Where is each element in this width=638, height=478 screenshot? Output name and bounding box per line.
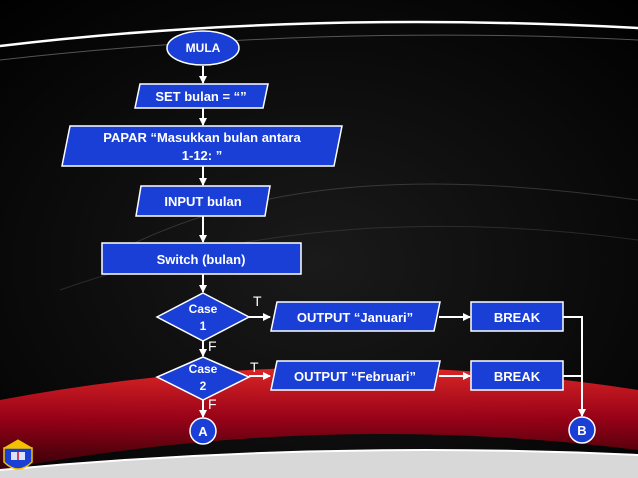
input-label: INPUT bulan <box>164 194 241 209</box>
prompt-label-line1: PAPAR “Masukkan bulan antara <box>103 130 301 145</box>
case2-decision <box>155 356 251 401</box>
top-swoosh <box>0 20 638 48</box>
case2-label-line1: Case <box>189 362 218 376</box>
bottom-silver-band <box>0 450 638 478</box>
bottom-swoosh <box>0 449 638 471</box>
connector-a-label: A <box>198 424 208 439</box>
case1-false-label: F <box>208 338 217 354</box>
case1-true-label: T <box>253 293 262 309</box>
break1-box <box>470 301 564 332</box>
input-io-box <box>135 185 271 217</box>
output2-io-box <box>270 360 441 391</box>
case1-decision <box>155 292 251 342</box>
case1-label-line1: Case <box>189 302 218 316</box>
bottom-red-band <box>0 367 638 470</box>
connector-b <box>568 416 596 444</box>
case2-false-label: F <box>208 396 217 412</box>
case2-true-label: T <box>250 359 259 375</box>
connector-b-label: B <box>577 423 586 438</box>
break2-box <box>470 360 564 391</box>
output2-label: OUTPUT “Februari” <box>294 369 416 384</box>
break1-label: BREAK <box>494 310 541 325</box>
connector-a <box>189 417 217 445</box>
bg-streak-1 <box>119 183 638 251</box>
set-process-box <box>134 83 269 109</box>
switch-box <box>101 242 302 275</box>
break2-label: BREAK <box>494 369 541 384</box>
set-label: SET bulan = “” <box>155 89 246 104</box>
start-terminal <box>166 30 240 66</box>
switch-label: Switch (bulan) <box>157 252 246 267</box>
school-crest-icon <box>3 439 33 470</box>
case2-label-line2: 2 <box>200 379 207 393</box>
start-label: MULA <box>186 41 221 55</box>
output1-io-box <box>270 301 441 332</box>
top-swoosh-thin <box>0 34 638 61</box>
arrow-break-to-connector-b <box>563 316 586 417</box>
prompt-label-line2: 1-12: ” <box>182 148 222 163</box>
output1-label: OUTPUT “Januari” <box>297 310 413 325</box>
case1-label-line2: 1 <box>200 319 207 333</box>
prompt-io-box <box>61 125 343 167</box>
